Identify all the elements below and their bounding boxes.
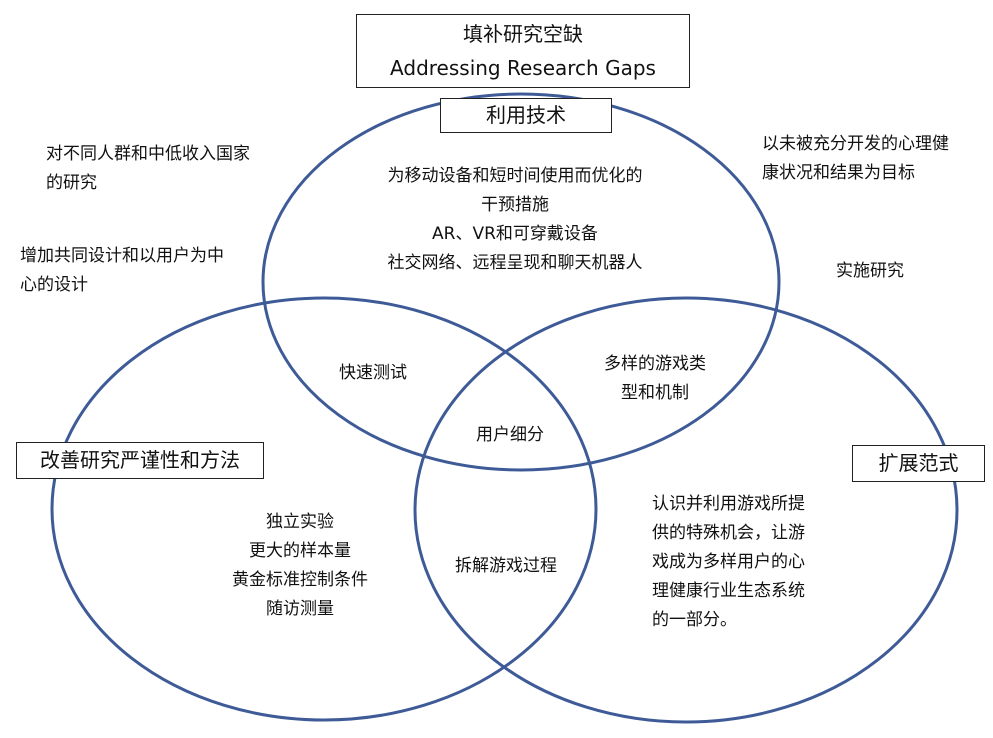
outside-line: 的研究 bbox=[46, 173, 97, 193]
paradigm-label: 扩展范式 bbox=[852, 445, 985, 482]
rigor-item: 更大的样本量 bbox=[249, 541, 351, 561]
outside-left-mid: 增加共同设计和以用户为中 心的设计 bbox=[20, 242, 224, 300]
technology-item: 社交网络、远程呈现和聊天机器人 bbox=[387, 253, 643, 273]
outside-line: 心的设计 bbox=[20, 275, 88, 295]
title-box: 填补研究空缺 Addressing Research Gaps bbox=[356, 14, 690, 88]
outside-left-top: 对不同人群和中低收入国家 的研究 bbox=[46, 140, 250, 198]
paradigm-item: 供的特殊机会，让游 bbox=[652, 523, 805, 543]
outside-right-top: 以未被充分开发的心理健 康状况和结果为目标 bbox=[762, 130, 949, 188]
overlap-tech-rigor: 快速测试 bbox=[339, 363, 407, 383]
outside-line: 增加共同设计和以用户为中 bbox=[20, 246, 224, 266]
overlap-line: 多样的游戏类 bbox=[604, 354, 706, 374]
title-en: Addressing Research Gaps bbox=[390, 56, 656, 80]
outside-line: 以未被充分开发的心理健 bbox=[762, 134, 949, 154]
overlap-center: 用户细分 bbox=[476, 425, 544, 445]
outside-right-mid: 实施研究 bbox=[836, 261, 904, 281]
rigor-circle bbox=[50, 296, 598, 722]
paradigm-item: 认识并利用游戏所提 bbox=[652, 494, 805, 514]
rigor-item: 独立实验 bbox=[266, 512, 334, 532]
technology-circle bbox=[261, 92, 781, 472]
technology-label: 利用技术 bbox=[440, 98, 612, 133]
rigor-items: 独立实验 更大的样本量 黄金标准控制条件 随访测量 bbox=[200, 508, 400, 624]
technology-items: 为移动设备和短时间使用而优化的 干预措施 AR、VR和可穿戴设备 社交网络、远程… bbox=[340, 162, 690, 278]
rigor-item: 随访测量 bbox=[266, 599, 334, 619]
paradigm-circle bbox=[413, 296, 959, 724]
paradigm-items: 认识并利用游戏所提 供的特殊机会，让游 戏成为多样用户的心 理健康行业生态系统 … bbox=[652, 490, 805, 635]
rigor-label: 改善研究严谨性和方法 bbox=[16, 442, 264, 479]
technology-item: AR、VR和可穿戴设备 bbox=[432, 224, 598, 244]
overlap-line: 型和机制 bbox=[621, 383, 689, 403]
paradigm-item: 戏成为多样用户的心 bbox=[652, 552, 805, 572]
paradigm-item: 理健康行业生态系统 bbox=[652, 581, 805, 601]
overlap-tech-paradigm: 多样的游戏类 型和机制 bbox=[580, 350, 730, 408]
rigor-item: 黄金标准控制条件 bbox=[232, 570, 368, 590]
outside-line: 对不同人群和中低收入国家 bbox=[46, 144, 250, 164]
overlap-rigor-paradigm: 拆解游戏过程 bbox=[455, 556, 557, 576]
technology-item: 为移动设备和短时间使用而优化的 bbox=[387, 166, 643, 186]
paradigm-item: 的一部分。 bbox=[652, 610, 737, 630]
title-zh: 填补研究空缺 bbox=[463, 22, 583, 46]
technology-item: 干预措施 bbox=[481, 195, 549, 215]
outside-line: 康状况和结果为目标 bbox=[762, 163, 915, 183]
